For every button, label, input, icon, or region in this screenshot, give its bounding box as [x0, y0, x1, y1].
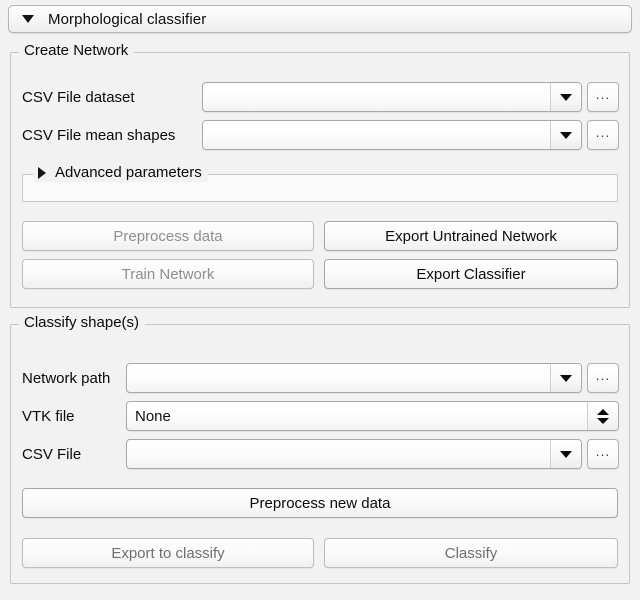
export-untrained-network-button[interactable]: Export Untrained Network: [324, 221, 618, 251]
triangle-down-icon[interactable]: [22, 15, 34, 23]
csv-file-dataset-combobox[interactable]: [202, 82, 582, 112]
label-csv-file-dataset: CSV File dataset: [22, 89, 135, 106]
export-classifier-button[interactable]: Export Classifier: [324, 259, 618, 289]
create-network-legend: Create Network: [19, 42, 135, 60]
vtk-file-value[interactable]: None: [135, 407, 171, 425]
chevron-down-icon[interactable]: [550, 440, 581, 468]
classify-button[interactable]: Classify: [324, 538, 618, 568]
network-path-combobox[interactable]: [126, 363, 582, 393]
csv-file-mean-shapes-combobox[interactable]: [202, 120, 582, 150]
vtk-file-spinbox[interactable]: None: [126, 401, 619, 431]
preprocess-data-button[interactable]: Preprocess data: [22, 221, 314, 251]
chevron-down-icon[interactable]: [550, 121, 581, 149]
chevron-down-icon[interactable]: [550, 83, 581, 111]
module-titlebar[interactable]: Morphological classifier: [8, 5, 632, 33]
triangle-right-icon[interactable]: [38, 167, 46, 179]
train-network-button[interactable]: Train Network: [22, 259, 314, 289]
spinner-updown-icon[interactable]: [587, 402, 618, 430]
export-to-classify-button[interactable]: Export to classify: [22, 538, 314, 568]
csv-file-value[interactable]: [127, 440, 550, 468]
label-csv-file-mean-shapes: CSV File mean shapes: [22, 127, 176, 144]
classify-shapes-legend: Classify shape(s): [19, 314, 146, 332]
csv-file-dataset-browse-button[interactable]: ...: [587, 82, 619, 112]
advanced-parameters-group[interactable]: Advanced parameters: [22, 164, 618, 202]
label-vtk-file: VTK file: [22, 408, 75, 425]
network-path-browse-button[interactable]: ...: [587, 363, 619, 393]
csv-file-browse-button[interactable]: ...: [587, 439, 619, 469]
label-network-path: Network path: [22, 370, 111, 387]
csv-file-dataset-value[interactable]: [203, 83, 550, 111]
chevron-down-icon[interactable]: [550, 364, 581, 392]
csv-file-mean-shapes-value[interactable]: [203, 121, 550, 149]
create-network-group: Create Network: [10, 42, 630, 308]
network-path-value[interactable]: [127, 364, 550, 392]
page-title: Morphological classifier: [48, 10, 207, 28]
csv-file-mean-shapes-browse-button[interactable]: ...: [587, 120, 619, 150]
csv-file-combobox[interactable]: [126, 439, 582, 469]
classify-shapes-group: Classify shape(s): [10, 314, 630, 584]
advanced-parameters-label: Advanced parameters: [55, 164, 202, 181]
advanced-parameters-toggle[interactable]: Advanced parameters: [33, 164, 208, 182]
preprocess-new-data-button[interactable]: Preprocess new data: [22, 488, 618, 518]
label-csv-file: CSV File: [22, 446, 82, 463]
